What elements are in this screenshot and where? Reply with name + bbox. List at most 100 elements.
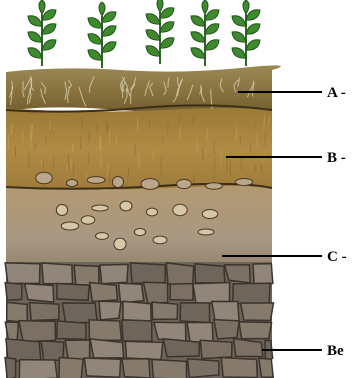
plant-leaf (28, 32, 42, 42)
plant (28, 0, 56, 66)
bedrock-rock (5, 322, 18, 341)
soil-streak (180, 128, 181, 141)
bedrock-rock (214, 320, 239, 339)
plant-leaf (146, 46, 160, 56)
plant-leaf (191, 48, 205, 58)
root-line (122, 81, 123, 98)
bedrock-rock (166, 263, 193, 285)
pebble (198, 229, 214, 235)
bedrock-rock (25, 284, 54, 302)
bedrock-rock (154, 322, 186, 341)
bedrock-rock (180, 303, 209, 323)
plant-leaf (246, 40, 260, 50)
bedrock-rock (152, 360, 187, 378)
bedrock-rock (130, 263, 165, 284)
pebble (153, 236, 167, 244)
plant-leaf (191, 32, 205, 42)
bedrock-rock (7, 302, 28, 322)
soil-streak (193, 117, 194, 124)
bedrock-rock (90, 339, 124, 358)
soil-layers (5, 65, 281, 378)
plant-leaf (205, 40, 219, 50)
bedrock-rock (125, 341, 162, 359)
label-b: B - (327, 150, 346, 166)
plant (146, 0, 174, 64)
plant-leaf (246, 10, 260, 20)
plant-leaf (39, 0, 45, 14)
bedrock-rock (74, 265, 99, 285)
bedrock-rock (234, 339, 263, 357)
bedrock-rock (19, 360, 57, 378)
plant-leaf (28, 48, 42, 58)
bedrock-rock (99, 301, 121, 320)
plant-leaf (202, 0, 208, 14)
bedrock-rock (187, 359, 218, 378)
pebble (177, 179, 192, 188)
bedrock-rock (59, 358, 83, 378)
bedrock-rock (5, 263, 40, 283)
bedrock-rock (221, 358, 257, 378)
soil-streak (116, 135, 117, 146)
pebble (120, 201, 132, 211)
bedrock-rock (163, 339, 199, 357)
plant (88, 2, 116, 68)
bedrock-rock (152, 302, 177, 319)
plant-leaf (246, 24, 260, 34)
plant-leaf (232, 32, 246, 42)
label-c: C - (327, 249, 347, 265)
plant-leaf (42, 10, 56, 20)
plant-leaf (42, 40, 56, 50)
pebble (87, 177, 105, 184)
plant-leaf (232, 48, 246, 58)
pebble (114, 238, 126, 250)
bedrock-rock (90, 282, 118, 301)
plant-leaf (88, 50, 102, 60)
bedrock-rock (5, 283, 22, 301)
plant-leaf (28, 16, 42, 26)
plant-leaf (102, 42, 116, 52)
pebble (112, 176, 123, 187)
plant-leaf (99, 2, 105, 16)
plant-leaf (102, 26, 116, 36)
pebble (235, 179, 252, 186)
bedrock-rock (239, 322, 271, 339)
pebble (36, 172, 53, 184)
pebble (92, 205, 109, 211)
soil-streak (81, 137, 82, 150)
plant-leaf (160, 38, 174, 48)
pebble (202, 209, 218, 218)
soil-streak (41, 160, 42, 166)
plant-leaf (88, 34, 102, 44)
pebble (96, 233, 109, 240)
label-bedrock: Be (327, 343, 344, 359)
plant-leaf (205, 24, 219, 34)
bedrock-rock (241, 303, 274, 321)
bedrock-rock (57, 321, 86, 339)
soil-streak (35, 143, 36, 150)
bedrock-rock (89, 320, 121, 341)
bedrock-rock (259, 358, 273, 377)
bedrock-rock (5, 358, 16, 378)
label-a: A - (327, 85, 346, 101)
plant-leaf (160, 22, 174, 32)
bedrock-rock (84, 358, 120, 377)
plant-leaf (191, 16, 205, 26)
plant-leaf (42, 24, 56, 34)
plant (191, 0, 219, 66)
bedrock-rocks (5, 263, 273, 378)
plant-leaf (157, 0, 163, 12)
plant-leaf (243, 0, 249, 14)
pebble (81, 216, 95, 224)
plant-leaf (205, 10, 219, 20)
plant-leaf (232, 16, 246, 26)
plant-leaf (88, 18, 102, 28)
pebble (206, 183, 223, 190)
bedrock-rock (42, 263, 73, 284)
pebble (56, 205, 67, 216)
bedrock-rock (200, 340, 232, 358)
bedrock-rock (119, 283, 144, 303)
bedrock-rock (19, 321, 56, 342)
bedrock-rock (195, 264, 225, 283)
soil-streak (108, 163, 109, 177)
